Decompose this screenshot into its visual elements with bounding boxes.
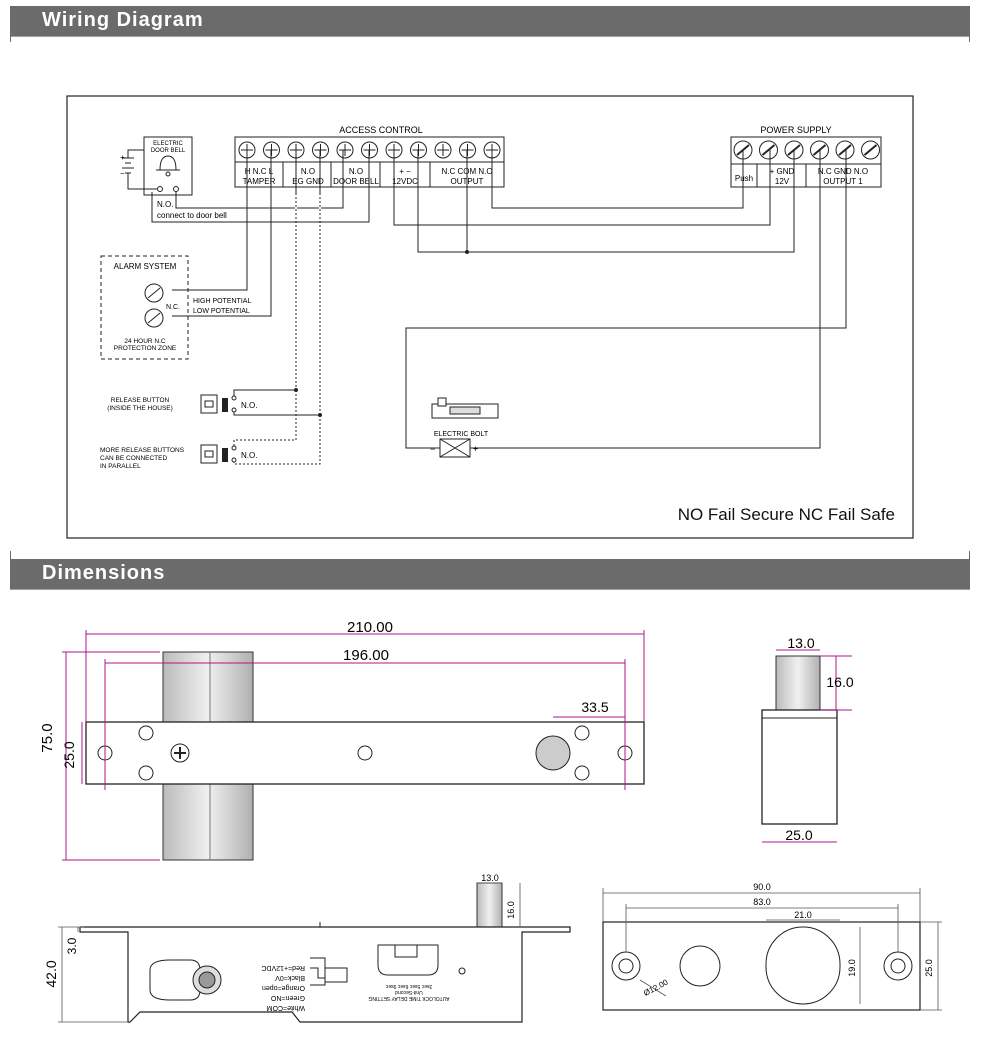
door-bell-icon: + − bbox=[120, 136, 193, 196]
wire-white: White=COM bbox=[267, 1004, 305, 1011]
more-release-button-icon bbox=[200, 444, 237, 464]
more-release-label-1: MORE RELEASE BUTTONS bbox=[100, 447, 185, 454]
wiring-left-rule bbox=[10, 36, 11, 42]
alarm-nc-label: N.C. bbox=[166, 304, 180, 311]
plate-dimension-lines bbox=[602, 888, 942, 1011]
dim-25-left: 25.0 bbox=[61, 741, 77, 768]
strike-plate-view bbox=[602, 921, 921, 1011]
bolt-plus: + bbox=[473, 444, 478, 454]
power-supply-screw-icon bbox=[759, 140, 778, 160]
wire-colour-legend: White=COM Green=NO Orange=open Black=0V … bbox=[261, 964, 305, 1011]
svg-text:+: + bbox=[120, 153, 125, 162]
ps-power-terms: + GND bbox=[770, 167, 795, 176]
connect-doorbell-note: connect to door bell bbox=[157, 211, 227, 220]
front-view-dimension-lines bbox=[58, 882, 521, 1023]
dim-21: 21.0 bbox=[794, 910, 812, 920]
dim-16-small: 16.0 bbox=[506, 901, 516, 919]
more-release-label-3: IN PARALLEL bbox=[100, 463, 141, 470]
dim-3: 3.0 bbox=[65, 937, 79, 954]
dim-75: 75.0 bbox=[39, 723, 56, 752]
side-view-dimension-lines bbox=[762, 649, 852, 843]
bolt-side-view bbox=[761, 655, 838, 825]
doorbell-no-label: N.O bbox=[349, 167, 363, 176]
alarm-system-label: ALARM SYSTEM bbox=[114, 262, 177, 271]
dim-90: 90.0 bbox=[753, 882, 771, 892]
protection-zone-1: 24 HOUR N.C bbox=[124, 338, 165, 345]
eg-gnd-label: EG GND bbox=[292, 177, 324, 186]
delay-setting-text: AUTOLOCK TIME DELAY SETTING Unit-Second … bbox=[368, 983, 449, 1001]
dim-210: 210.00 bbox=[347, 619, 393, 636]
dimensions-left-rule bbox=[10, 551, 11, 559]
wiring-lines bbox=[151, 150, 847, 465]
power-supply-label: POWER SUPPLY bbox=[760, 125, 831, 135]
dim-42: 42.0 bbox=[43, 960, 59, 987]
dim-33-5: 33.5 bbox=[581, 699, 608, 715]
tamper-label: TAMPER bbox=[243, 177, 276, 186]
dim-19: 19.0 bbox=[847, 959, 857, 977]
electric-bolt-label: ELECTRIC BOLT bbox=[434, 431, 489, 438]
wire-black: Black=0V bbox=[275, 974, 305, 981]
dim-196: 196.00 bbox=[343, 647, 389, 664]
power-terms: + − bbox=[399, 167, 411, 176]
more-release-label-2: CAN BE CONNECTED bbox=[100, 455, 167, 462]
release-button-label-2: (INSIDE THE HOUSE) bbox=[107, 405, 173, 412]
low-potential-label: LOW POTENTIAL bbox=[193, 308, 250, 315]
top-view-dimension-lines bbox=[62, 630, 645, 861]
dim-83: 83.0 bbox=[753, 897, 771, 907]
wire-red: Red=+12VDC bbox=[261, 964, 305, 971]
delay-line-2: Unit-Second bbox=[395, 989, 423, 995]
dimensions-right-rule bbox=[969, 551, 970, 559]
alarm-system-box bbox=[100, 255, 189, 360]
wiring-right-rule bbox=[969, 36, 970, 42]
access-control-screw-icon bbox=[434, 141, 452, 159]
doorbell-no: N.O. bbox=[157, 200, 173, 209]
access-control-label: ACCESS CONTROL bbox=[339, 125, 423, 135]
doorbell-label-1: ELECTRIC bbox=[153, 141, 183, 147]
dimensions-section-title: Dimensions bbox=[42, 562, 166, 584]
protection-zone-2: PROTECTION ZONE bbox=[114, 345, 177, 352]
doorbell-label-2: DOOR BELL bbox=[151, 148, 186, 154]
doorbell-term-label: DOOR BELL bbox=[333, 177, 379, 186]
wiring-section-header: Wiring Diagram bbox=[10, 6, 970, 37]
dim-13: 13.0 bbox=[787, 635, 814, 651]
dimensions-section-header: Dimensions bbox=[10, 559, 970, 590]
bolt-top-view bbox=[85, 651, 645, 861]
more-release-no: N.O. bbox=[241, 451, 257, 460]
access-control-screw-icon bbox=[336, 141, 354, 159]
wire-orange: Orange=open bbox=[262, 984, 305, 991]
svg-text:−: − bbox=[120, 169, 125, 178]
eg-no-label: N.O bbox=[301, 167, 315, 176]
power-supply-screw-icon bbox=[861, 140, 880, 160]
ps-output-terms: N.C GND N.O bbox=[818, 167, 868, 176]
dim-16: 16.0 bbox=[826, 674, 853, 690]
ps-output1-label: OUTPUT 1 bbox=[823, 177, 863, 186]
fail-note: NO Fail Secure NC Fail Safe bbox=[678, 505, 895, 524]
wire-green: Green=NO bbox=[270, 994, 305, 1001]
power-supply-screw-icon bbox=[835, 140, 855, 160]
delay-line-3: 3sec 5sec 6sec 9sec bbox=[385, 983, 432, 989]
bolt-minus: − bbox=[430, 444, 435, 454]
wiring-section-title: Wiring Diagram bbox=[42, 9, 204, 31]
delay-line-1: AUTOLOCK TIME DELAY SETTING bbox=[368, 995, 449, 1001]
push-label: Push bbox=[735, 174, 753, 183]
release-button-no: N.O. bbox=[241, 401, 257, 410]
bolt-front-view bbox=[79, 882, 571, 1023]
electric-bolt-icon bbox=[431, 397, 499, 458]
ps-12v-label: 12V bbox=[775, 177, 790, 186]
alarm-terminals bbox=[144, 283, 164, 328]
power-supply-terminal-block bbox=[730, 136, 882, 188]
tamper-terms: H N.C L bbox=[245, 167, 274, 176]
dim-13-small: 13.0 bbox=[481, 873, 499, 883]
high-potential-label: HIGH POTENTIAL bbox=[193, 298, 251, 305]
release-button-label-1: RELEASE BUTTON bbox=[111, 397, 170, 404]
release-button-icon bbox=[200, 394, 237, 414]
dim-25-side: 25.0 bbox=[785, 827, 812, 843]
v12dc-label: 12VDC bbox=[392, 177, 418, 186]
dim-25-plate: 25.0 bbox=[924, 959, 934, 977]
